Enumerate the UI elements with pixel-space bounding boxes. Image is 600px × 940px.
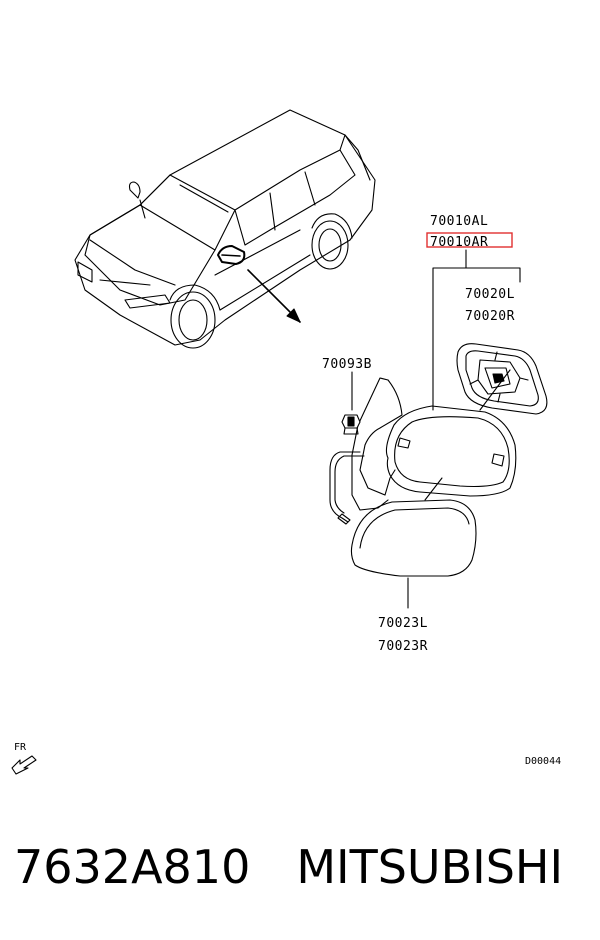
mirror-glass — [456, 343, 548, 415]
label-70020r: 70020R — [465, 309, 515, 324]
label-70023l: 70023L — [378, 616, 428, 631]
mirror-housing — [329, 377, 517, 525]
label-70010al: 70010AL — [430, 214, 488, 229]
label-front: FR — [14, 742, 27, 753]
label-70023r: 70023R — [378, 639, 428, 654]
label-70020l: 70020L — [465, 287, 515, 302]
diagram-code: D00044 — [525, 756, 561, 767]
part-number: 7632A810 — [14, 840, 251, 894]
footer-caption: 7632A810 MITSUBISHI — [14, 840, 563, 894]
pointer-arrow — [247, 269, 301, 323]
label-70010ar: 70010AR — [430, 235, 488, 250]
highlight-box — [426, 232, 513, 248]
clip-part — [341, 414, 361, 435]
brand-name: MITSUBISHI — [296, 840, 564, 894]
label-70093b: 70093B — [322, 357, 372, 372]
leader-lines — [351, 249, 521, 609]
front-arrow-icon — [11, 755, 37, 775]
mirror-cover — [350, 499, 477, 577]
vehicle-illustration — [74, 109, 376, 349]
